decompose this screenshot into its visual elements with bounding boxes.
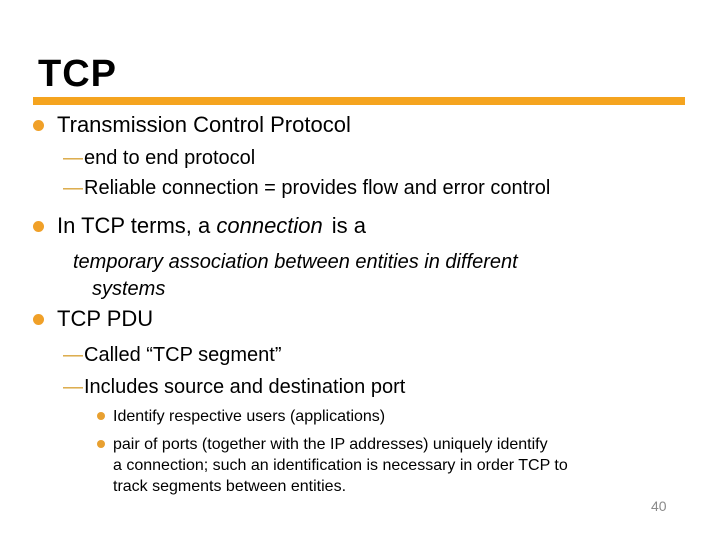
bullet-text: Transmission Control Protocol (57, 112, 351, 137)
bullet-text-prefix: In TCP terms, a (57, 213, 217, 238)
sub-bullet-text: end to end protocol (84, 147, 256, 169)
sub-bullet-text: Called “TCP segment” (84, 344, 282, 366)
slide-title: TCP (38, 53, 117, 95)
bullet-text: In TCP terms, a connection is a (57, 211, 366, 241)
sub-sub-bullet-pair-of-ports: pair of ports (together with the IP addr… (97, 434, 568, 497)
bullet-dot-icon (33, 313, 44, 325)
sub-bullet-text: Includes source and destination port (84, 376, 406, 398)
bullet-in-tcp-terms: In TCP terms, a connection is a (33, 211, 366, 241)
dash-icon: — (63, 344, 83, 366)
bullet-dot-icon (33, 119, 44, 131)
sub-bullet-called-tcp-segment: —Called “TCP segment” (63, 342, 281, 368)
bullet-tcp-pdu: TCP PDU (33, 304, 153, 334)
bullet-transmission-control-protocol: Transmission Control Protocol (33, 110, 351, 140)
small-bullet-dot-icon (97, 440, 105, 448)
bullet-detail-temporary-association: temporary association between entities i… (73, 251, 518, 300)
dash-icon: — (63, 177, 83, 199)
bullet-text-italic-word: connection (216, 213, 323, 238)
title-underline-bar (33, 97, 685, 105)
sub-sub-bullet-text: Identify respective users (applications) (113, 408, 386, 425)
sub-sub-bullet-text: pair of ports (together with the IP addr… (113, 436, 568, 495)
bullet-dot-icon (33, 220, 44, 232)
bullet-text-suffix: is a (331, 213, 367, 238)
bullet-text: TCP PDU (57, 306, 154, 331)
sub-bullet-reliable-connection: —Reliable connection = provides flow and… (63, 175, 550, 201)
sub-sub-bullet-identify-users: Identify respective users (applications) (97, 406, 385, 427)
sub-bullet-end-to-end: —end to end protocol (63, 145, 255, 171)
dash-icon: — (63, 376, 83, 398)
sub-bullet-includes-ports: —Includes source and destination port (63, 374, 405, 400)
small-bullet-dot-icon (97, 412, 105, 420)
dash-icon: — (63, 147, 83, 169)
page-number: 40 (651, 498, 667, 514)
sub-bullet-text: Reliable connection = provides flow and … (84, 177, 551, 199)
